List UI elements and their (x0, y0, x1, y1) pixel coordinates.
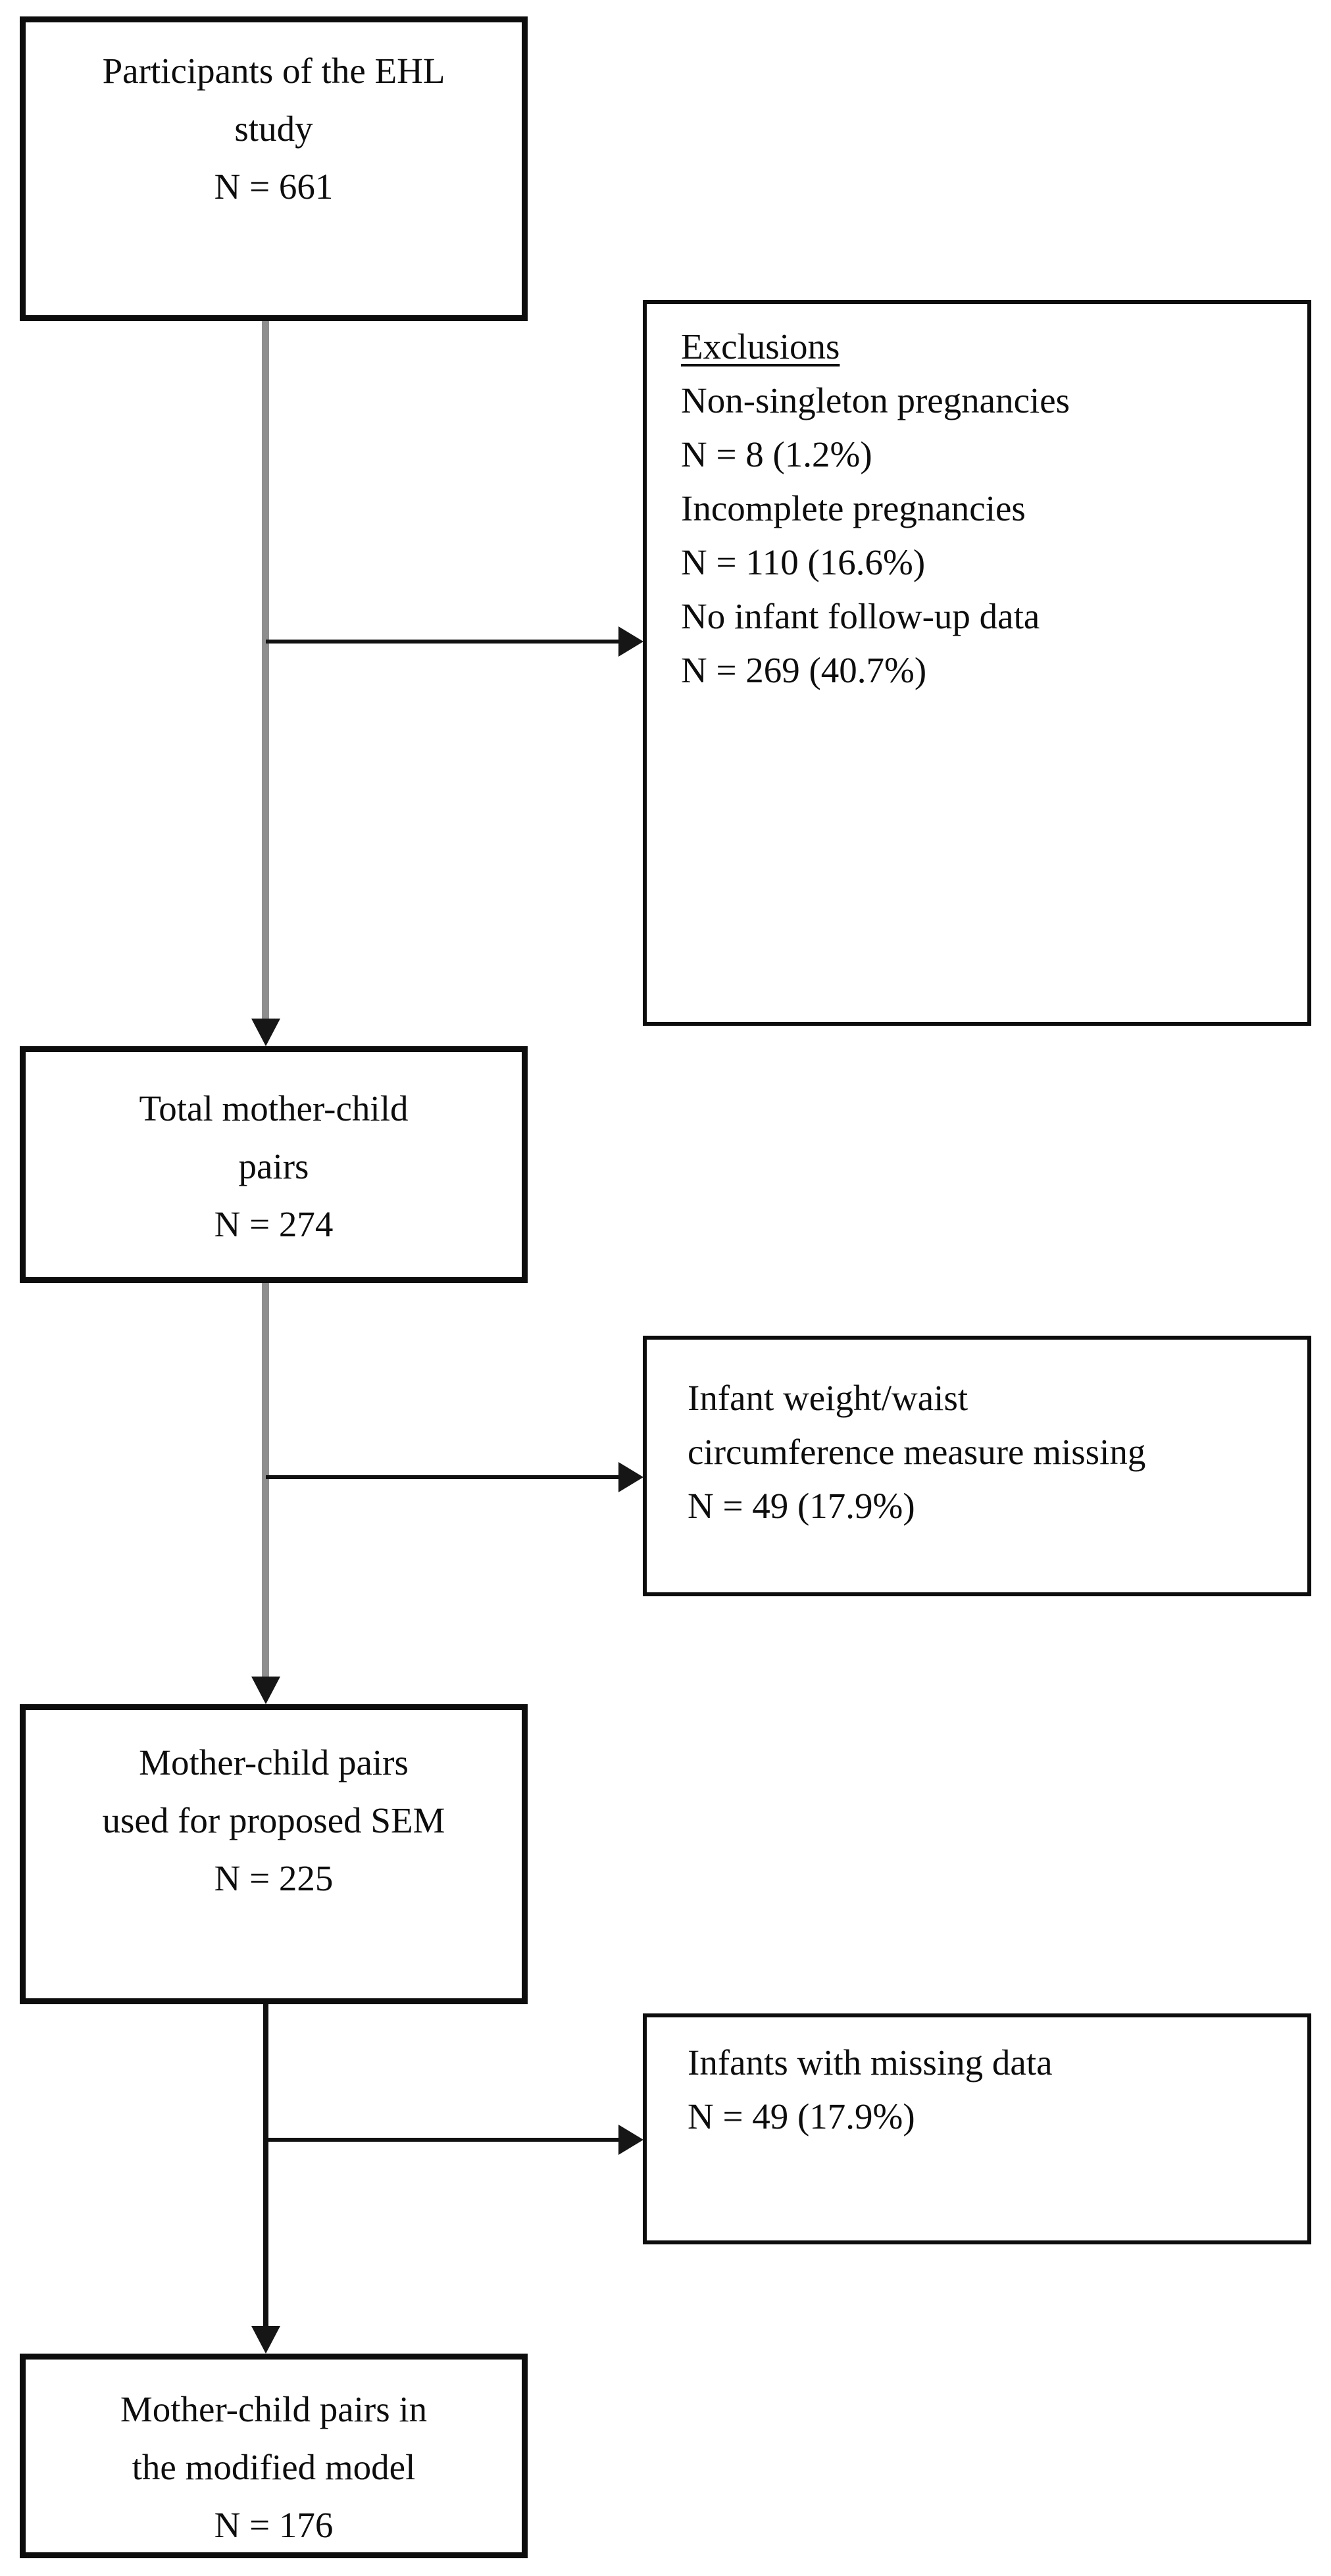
connector-line-to-infants-missing (266, 2138, 619, 2142)
box-text-line: N = 269 (40.7%) (681, 650, 927, 690)
box-text-line: N = 49 (17.9%) (688, 2096, 915, 2136)
arrowhead-right-icon (618, 1462, 643, 1492)
box-exclusions: Exclusions Non-singleton pregnancies N =… (643, 300, 1311, 1026)
box-infants-missing-data: Infants with missing data N = 49 (17.9%) (643, 2013, 1311, 2244)
box-text-line: N = 274 (214, 1204, 334, 1244)
box-pairs-modified-model: Mother-child pairs in the modified model… (20, 2354, 528, 2558)
arrowhead-right-icon (618, 2125, 643, 2155)
connector-line-vertical-2 (262, 1283, 269, 1678)
connector-line-to-exclusions (266, 640, 619, 644)
box-text-line: the modified model (132, 2447, 416, 2487)
arrowhead-down-icon (251, 1677, 280, 1704)
connector-line-vertical-3 (263, 2004, 268, 2327)
connector-line-to-weight-missing (266, 1475, 619, 1479)
box-text-line: Non-singleton pregnancies (681, 380, 1070, 420)
box-text-line: pairs (238, 1146, 309, 1186)
box-infant-weight-waist-missing: Infant weight/waist circumference measur… (643, 1336, 1311, 1596)
box-text-line: N = 49 (17.9%) (688, 1486, 915, 1526)
box-text-line: circumference measure missing (688, 1432, 1146, 1472)
box-total-mother-child-pairs: Total mother-child pairs N = 274 (20, 1046, 528, 1283)
box-text-line: Infant weight/waist (688, 1378, 968, 1418)
box-text-line: N = 661 (214, 166, 334, 207)
box-text-line: Total mother-child (139, 1088, 409, 1128)
arrowhead-down-icon (251, 1019, 280, 1046)
connector-line-vertical-1 (262, 321, 269, 1020)
box-text-line: N = 110 (16.6%) (681, 542, 926, 582)
box-participants-ehl-study: Participants of the EHL study N = 661 (20, 16, 528, 321)
box-text-line: Participants of the EHL (102, 51, 445, 91)
box-text-line: study (234, 109, 313, 149)
box-text-line: N = 176 (214, 2505, 334, 2545)
arrowhead-right-icon (618, 626, 643, 657)
box-text-line: N = 8 (1.2%) (681, 434, 872, 474)
arrowhead-down-icon (251, 2326, 280, 2354)
box-text-line: No infant follow-up data (681, 596, 1040, 636)
box-text-line: Mother-child pairs (139, 1742, 409, 1782)
box-text-line: Incomplete pregnancies (681, 488, 1026, 528)
box-text-line: Mother-child pairs in (120, 2389, 428, 2429)
exclusions-heading: Exclusions (681, 326, 840, 366)
box-pairs-used-for-sem: Mother-child pairs used for proposed SEM… (20, 1704, 528, 2004)
box-text-line: used for proposed SEM (102, 1800, 445, 1840)
box-text-line: N = 225 (214, 1858, 334, 1898)
box-text-line: Infants with missing data (688, 2042, 1053, 2083)
